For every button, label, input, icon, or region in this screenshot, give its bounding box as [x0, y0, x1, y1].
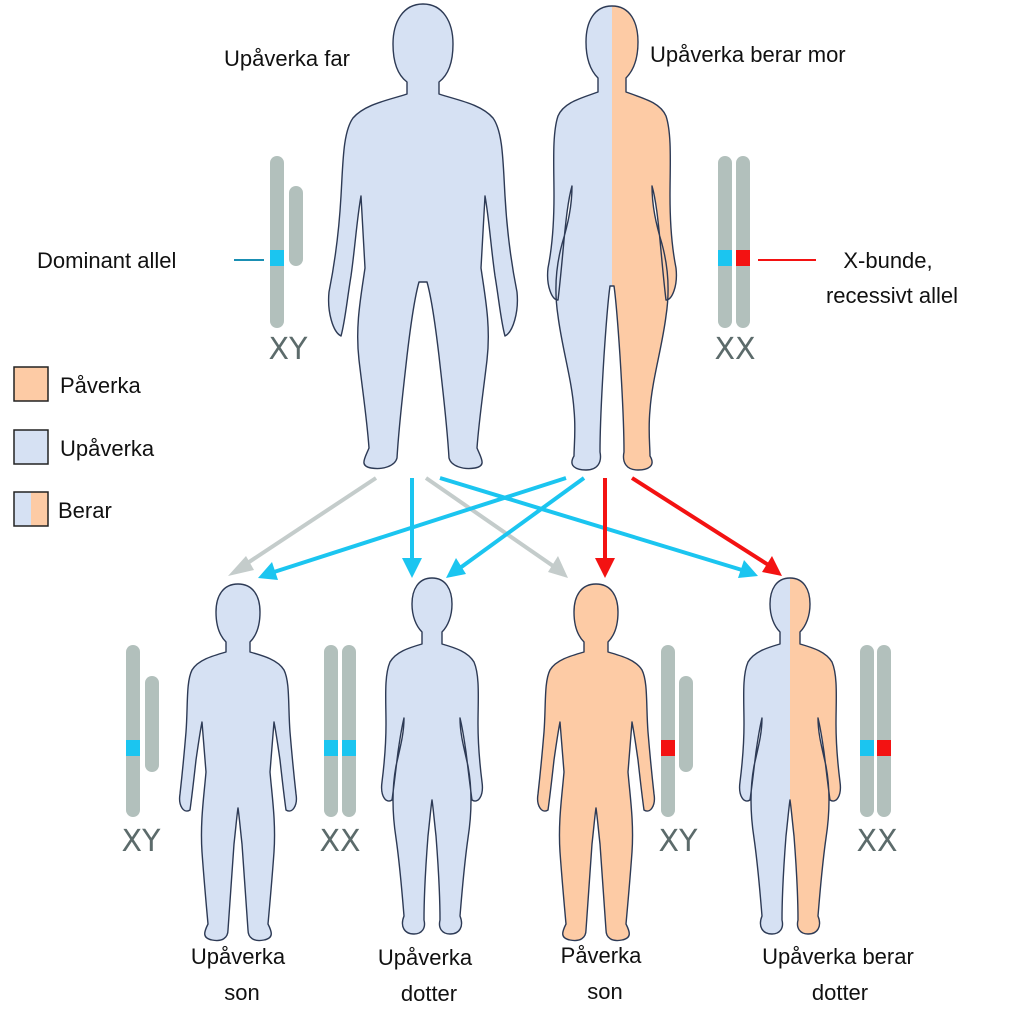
child-unaffected-son	[178, 583, 298, 942]
father-label: Upåverka far	[224, 46, 350, 71]
mother-chromosome-label: XX	[714, 332, 755, 367]
son3-chromosome-label: XY	[659, 824, 699, 859]
child-unaffected-daughter	[380, 577, 484, 935]
mother-label: Upåverka berar mor	[650, 42, 846, 67]
daughter4-chromosomes	[860, 645, 891, 817]
legend-swatch-carrier	[13, 491, 49, 527]
son3-chromosomes	[661, 645, 693, 817]
daughter4-chromosome-label: XX	[856, 824, 897, 859]
recessive-allele-label-2: recessivt allel	[826, 283, 958, 308]
father-chromosome-label: XY	[269, 332, 309, 367]
arrow-mother-daughter4	[630, 476, 772, 568]
arrow-mother-son1	[273, 476, 567, 574]
legend-swatch-unaffected	[13, 429, 49, 465]
legend-label-unaffected: Upåverka	[60, 436, 155, 461]
son1-label-line2: son	[224, 980, 259, 1005]
son3-label-line1: Påverka	[561, 943, 642, 968]
father-chromosomes	[270, 156, 303, 328]
son1-label-line1: Upåverka	[191, 944, 286, 969]
dominant-allele-label: Dominant allel	[37, 248, 176, 273]
son3-label-line2: son	[587, 979, 622, 1004]
daughter4-label-line1: Upåverka berar	[762, 944, 914, 969]
son1-chromosomes	[126, 645, 159, 817]
son1-chromosome-label: XY	[122, 824, 162, 859]
arrow-father-daughter4	[439, 476, 743, 572]
arrow-father-son1	[238, 476, 378, 570]
mother-figure	[546, 5, 678, 471]
mother-chromosomes	[718, 156, 750, 328]
dominant-allele-mark	[270, 250, 284, 266]
recessive-allele-label-1: X-bunde,	[843, 248, 932, 273]
daughter2-chromosome-label: XX	[319, 824, 360, 859]
daughter2-label-line2: dotter	[401, 981, 457, 1006]
legend: Påverka Upåverka Berar	[13, 366, 155, 527]
legend-label-carrier: Berar	[58, 498, 112, 523]
arrow-mother-daughter2	[458, 476, 586, 570]
child-carrier-daughter	[738, 577, 842, 935]
daughter2-label-line1: Upåverka	[378, 945, 473, 970]
daughter4-label-line2: dotter	[812, 980, 868, 1005]
recessive-allele-mark	[736, 250, 750, 266]
father-figure	[327, 3, 519, 470]
child-affected-son	[536, 583, 656, 942]
arrow-father-son3	[424, 476, 558, 570]
legend-label-affected: Påverka	[60, 373, 141, 398]
daughter2-chromosomes	[324, 645, 356, 817]
legend-swatch-affected	[13, 366, 49, 402]
inheritance-arrows	[228, 476, 782, 580]
